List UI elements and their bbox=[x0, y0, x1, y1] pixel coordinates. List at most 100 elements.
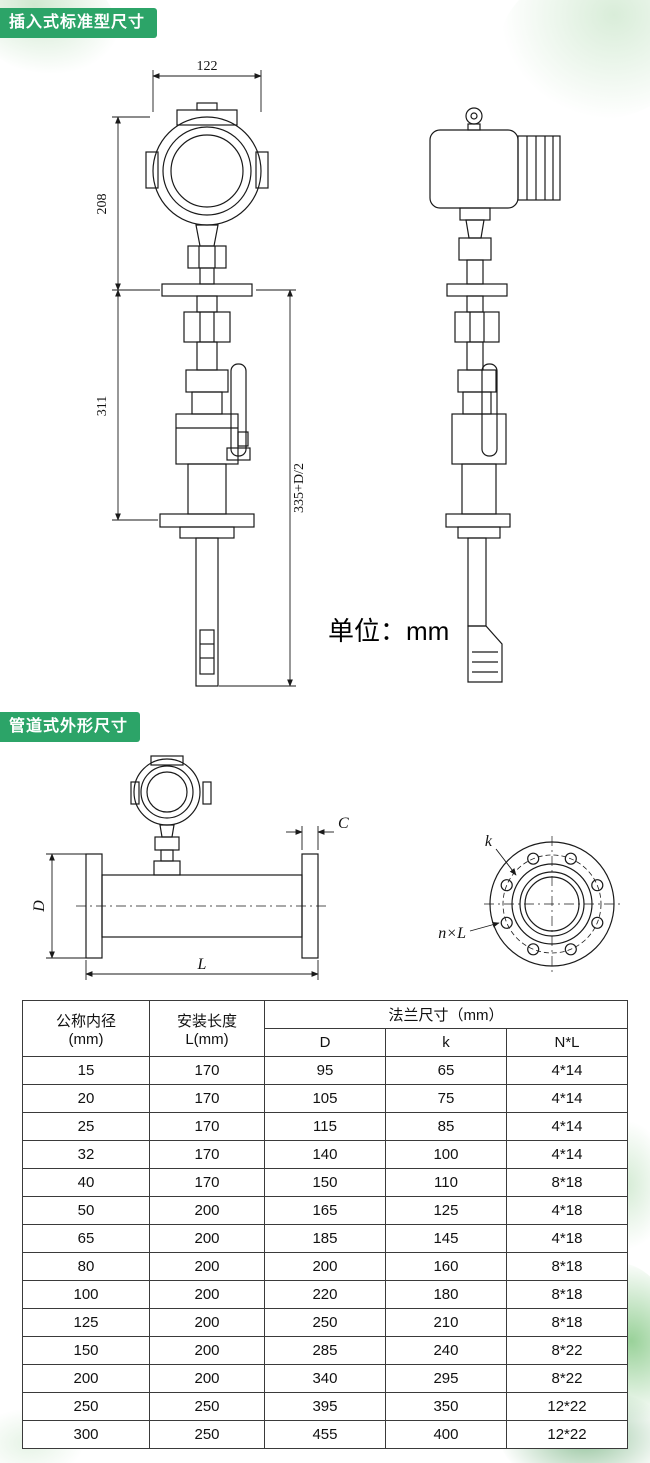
header-flange-d: D bbox=[263, 1028, 386, 1057]
cell-nominal-diameter: 150 bbox=[21, 1336, 151, 1365]
cell-flange-d: 150 bbox=[263, 1168, 386, 1197]
section-title-pipeline: 管道式外形尺寸 bbox=[0, 712, 141, 742]
cell-flange-d: 340 bbox=[263, 1364, 386, 1393]
insertion-side-view bbox=[429, 107, 561, 683]
cell-flange-k: 65 bbox=[384, 1056, 507, 1085]
cell-flange-nl: 8*18 bbox=[505, 1252, 629, 1281]
valve-handle-side bbox=[481, 363, 498, 457]
cell-nominal-diameter: 80 bbox=[21, 1252, 151, 1281]
section-title-insertion: 插入式标准型尺寸 bbox=[0, 8, 158, 38]
cell-flange-k: 350 bbox=[384, 1392, 507, 1421]
cell-flange-k: 240 bbox=[384, 1336, 507, 1365]
cell-install-length: 170 bbox=[149, 1168, 265, 1197]
probe-shaft bbox=[195, 537, 219, 687]
cell-install-length: 170 bbox=[149, 1084, 265, 1113]
cell-flange-d: 185 bbox=[263, 1224, 386, 1253]
insertion-front-view bbox=[145, 102, 269, 687]
cell-flange-k: 125 bbox=[384, 1196, 507, 1225]
cell-flange-d: 395 bbox=[263, 1392, 386, 1421]
dim-label-bolt-holes: n×L bbox=[438, 925, 466, 942]
cell-flange-k: 145 bbox=[384, 1224, 507, 1253]
sensor-window bbox=[199, 629, 215, 675]
bolt-hole bbox=[564, 943, 577, 956]
cell-nominal-diameter: 65 bbox=[21, 1224, 151, 1253]
bolt-hole bbox=[527, 943, 540, 956]
cell-install-length: 200 bbox=[149, 1196, 265, 1225]
cell-flange-nl: 8*18 bbox=[505, 1168, 629, 1197]
cell-flange-d: 115 bbox=[263, 1112, 386, 1141]
cell-flange-nl: 12*22 bbox=[505, 1420, 629, 1449]
dim-label-bolt-circle: k bbox=[485, 833, 493, 850]
bolt-hole bbox=[527, 852, 540, 865]
cell-nominal-diameter: 20 bbox=[21, 1084, 151, 1113]
bolt-hole bbox=[500, 916, 513, 929]
cell-flange-k: 110 bbox=[384, 1168, 507, 1197]
cell-flange-nl: 4*18 bbox=[505, 1224, 629, 1253]
cell-install-length: 250 bbox=[149, 1420, 265, 1449]
cell-flange-k: 400 bbox=[384, 1420, 507, 1449]
cell-install-length: 170 bbox=[149, 1140, 265, 1169]
cell-nominal-diameter: 100 bbox=[21, 1280, 151, 1309]
dim-label-flange-thickness: C bbox=[338, 815, 349, 832]
cell-flange-nl: 8*18 bbox=[505, 1280, 629, 1309]
bolt-circle bbox=[502, 854, 602, 954]
cell-nominal-diameter: 300 bbox=[21, 1420, 151, 1449]
cell-flange-nl: 12*22 bbox=[505, 1392, 629, 1421]
cell-flange-k: 210 bbox=[384, 1308, 507, 1337]
cell-flange-d: 285 bbox=[263, 1336, 386, 1365]
cell-install-length: 170 bbox=[149, 1112, 265, 1141]
header-flange-nl: N*L bbox=[505, 1028, 629, 1057]
header-length-line1: 安装长度 bbox=[177, 1012, 238, 1030]
cell-nominal-diameter: 15 bbox=[21, 1056, 151, 1085]
cell-flange-nl: 4*18 bbox=[505, 1196, 629, 1225]
header-nominal-line1: 公称内径 bbox=[56, 1012, 117, 1030]
dim-middle-height: 311 bbox=[95, 396, 110, 416]
cell-install-length: 200 bbox=[149, 1252, 265, 1281]
cell-nominal-diameter: 32 bbox=[21, 1140, 151, 1169]
cell-install-length: 170 bbox=[149, 1056, 265, 1085]
header-flange-k: k bbox=[384, 1028, 507, 1057]
pipeline-end-view bbox=[469, 836, 620, 972]
cell-flange-k: 85 bbox=[384, 1112, 507, 1141]
insertion-dimension-lines bbox=[112, 70, 296, 687]
cell-flange-d: 250 bbox=[263, 1308, 386, 1337]
cell-flange-nl: 4*14 bbox=[505, 1056, 629, 1085]
sensor-tip-side bbox=[467, 625, 503, 683]
cell-install-length: 200 bbox=[149, 1364, 265, 1393]
bolt-hole bbox=[564, 852, 577, 865]
cell-install-length: 200 bbox=[149, 1224, 265, 1253]
cell-flange-d: 455 bbox=[263, 1420, 386, 1449]
pipeline-type-drawing: D L C k n×L bbox=[31, 755, 620, 980]
cell-flange-k: 295 bbox=[384, 1364, 507, 1393]
cell-flange-d: 95 bbox=[263, 1056, 386, 1085]
header-nominal-line2: (mm) bbox=[68, 1030, 104, 1048]
cell-flange-nl: 4*14 bbox=[505, 1140, 629, 1169]
bolt-hole bbox=[500, 879, 513, 892]
cell-flange-k: 75 bbox=[384, 1084, 507, 1113]
cell-flange-nl: 4*14 bbox=[505, 1112, 629, 1141]
cell-flange-k: 160 bbox=[384, 1252, 507, 1281]
header-install-length: 安装长度 L(mm) bbox=[149, 1000, 265, 1057]
dim-upper-height: 208 bbox=[95, 194, 110, 215]
flange-spec-table: 公称内径 (mm) 安装长度 L(mm) 法兰尺寸（mm） D k N*L 15… bbox=[21, 1000, 629, 1449]
bolt-hole bbox=[591, 879, 604, 892]
header-length-line2: L(mm) bbox=[185, 1030, 229, 1048]
cell-nominal-diameter: 200 bbox=[21, 1364, 151, 1393]
cell-install-length: 200 bbox=[149, 1308, 265, 1337]
cell-flange-k: 100 bbox=[384, 1140, 507, 1169]
cell-flange-k: 180 bbox=[384, 1280, 507, 1309]
pipeline-dimension-lines bbox=[46, 826, 334, 980]
cell-install-length: 200 bbox=[149, 1280, 265, 1309]
